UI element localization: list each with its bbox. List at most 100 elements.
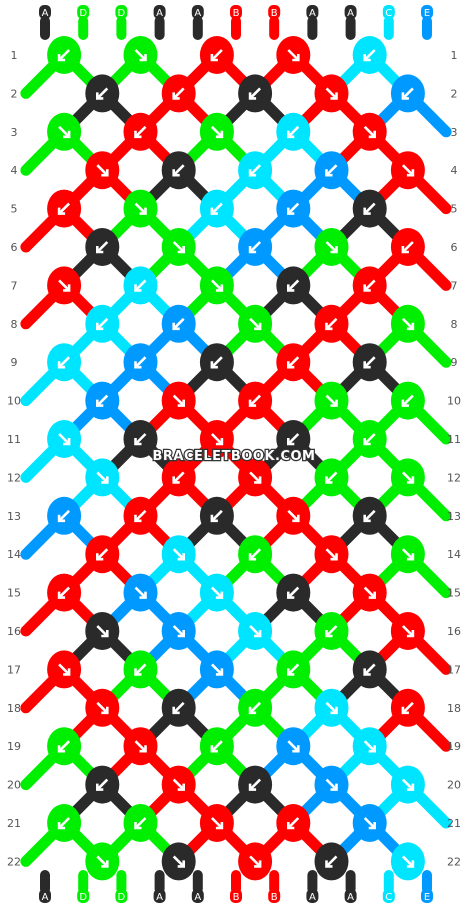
forward-arrow-icon xyxy=(96,394,109,407)
knot xyxy=(314,74,349,113)
arrow-head-icon xyxy=(368,130,376,139)
backward-arrow-icon xyxy=(134,49,147,61)
forward-arrow-icon xyxy=(172,87,185,100)
arrow-head-icon xyxy=(254,860,262,868)
strand-letter-top: C xyxy=(385,8,392,19)
strand-letter-top: B xyxy=(271,8,278,19)
strand-letter-bottom: D xyxy=(118,892,126,903)
knot xyxy=(199,496,234,535)
knot xyxy=(161,765,196,804)
row-number-left: 5 xyxy=(11,203,18,216)
row-number-right: 15 xyxy=(447,587,461,600)
arrow-head-icon xyxy=(134,822,142,830)
row-number-right: 4 xyxy=(451,164,458,177)
backward-arrow-icon xyxy=(172,855,185,868)
arrow-head-icon xyxy=(406,630,415,638)
row-number-left: 10 xyxy=(7,395,21,408)
backward-arrow-icon xyxy=(172,548,185,561)
backward-arrow-icon xyxy=(401,625,414,637)
forward-arrow-icon xyxy=(96,778,109,791)
backward-arrow-icon xyxy=(134,740,147,753)
arrow-head-icon xyxy=(406,322,415,331)
row-number-right: 13 xyxy=(447,510,461,523)
forward-arrow-icon xyxy=(134,125,147,138)
knot xyxy=(314,688,349,727)
arrow-head-icon xyxy=(330,92,338,100)
row-number-left: 1 xyxy=(11,49,18,62)
forward-arrow-icon xyxy=(210,740,223,753)
forward-arrow-icon xyxy=(363,202,376,215)
forward-arrow-icon xyxy=(249,87,262,100)
knot xyxy=(390,458,425,497)
arrow-head-icon xyxy=(215,822,224,830)
strand-letter-top: A xyxy=(347,8,354,19)
knot xyxy=(390,74,425,113)
knot xyxy=(199,343,234,382)
arrow-head-icon xyxy=(134,130,142,139)
arrow-head-icon xyxy=(363,514,371,523)
knot xyxy=(352,573,387,612)
knot xyxy=(199,650,234,689)
strand-letter-top-tab xyxy=(268,5,281,19)
knot xyxy=(276,36,311,74)
arrow-head-icon xyxy=(368,591,376,599)
arrow-head-icon xyxy=(57,822,66,830)
forward-arrow-icon xyxy=(210,49,223,61)
arrow-head-icon xyxy=(287,284,295,292)
arrow-head-icon xyxy=(248,246,257,254)
knot xyxy=(314,612,349,650)
backward-arrow-icon xyxy=(210,817,223,829)
forward-arrow-icon xyxy=(249,394,262,407)
row-number-right: 3 xyxy=(451,126,458,139)
forward-arrow-icon xyxy=(287,279,300,292)
forward-arrow-icon xyxy=(287,202,300,215)
arrow-head-icon xyxy=(330,783,338,791)
arrow-head-icon xyxy=(325,322,333,331)
forward-arrow-icon xyxy=(363,663,376,676)
arrow-head-icon xyxy=(287,361,295,369)
knot xyxy=(123,650,158,689)
knot xyxy=(47,36,82,74)
row-number-right: 6 xyxy=(451,241,458,254)
knot xyxy=(276,343,311,382)
strand-letter-bottom-tab xyxy=(77,889,90,903)
row-number-left: 18 xyxy=(7,702,21,715)
forward-arrow-icon xyxy=(325,855,338,868)
knot xyxy=(47,420,82,458)
arrow-head-icon xyxy=(63,284,71,292)
forward-arrow-icon xyxy=(96,548,109,561)
knot xyxy=(123,573,158,612)
forward-arrow-icon xyxy=(96,241,109,253)
strand-letter-top-tab xyxy=(39,5,51,19)
arrow-head-icon xyxy=(101,476,109,484)
strand-letter-top: A xyxy=(42,8,49,19)
strand-letter-bottom: A xyxy=(42,892,49,903)
strand-letter-bottom-tab xyxy=(382,889,395,903)
knot xyxy=(352,804,387,842)
arrow-head-icon xyxy=(134,514,142,523)
knot xyxy=(47,343,82,382)
backward-arrow-icon xyxy=(401,855,414,868)
knot xyxy=(352,36,387,74)
strand-letter-top: B xyxy=(233,8,240,19)
arrow-head-icon xyxy=(287,822,295,830)
arrow-head-icon xyxy=(368,822,376,830)
arrow-head-icon xyxy=(406,783,415,791)
forward-arrow-icon xyxy=(58,202,71,215)
arrow-head-icon xyxy=(177,246,185,254)
knot xyxy=(276,496,311,535)
knot xyxy=(352,496,387,535)
strand-letter-top: D xyxy=(79,8,87,19)
arrow-head-icon xyxy=(330,706,338,715)
forward-arrow-icon xyxy=(287,663,300,676)
strand-letter-bottom-tab xyxy=(230,889,242,903)
knot xyxy=(123,266,158,305)
knot xyxy=(390,381,425,420)
knot xyxy=(85,228,120,266)
arrow-head-icon xyxy=(248,92,257,100)
backward-arrow-icon xyxy=(58,433,71,445)
arrow-head-icon xyxy=(134,284,142,292)
strand-letter-top-tab xyxy=(306,5,319,19)
row-number-right: 19 xyxy=(447,740,461,753)
row-number-left: 17 xyxy=(7,663,21,676)
